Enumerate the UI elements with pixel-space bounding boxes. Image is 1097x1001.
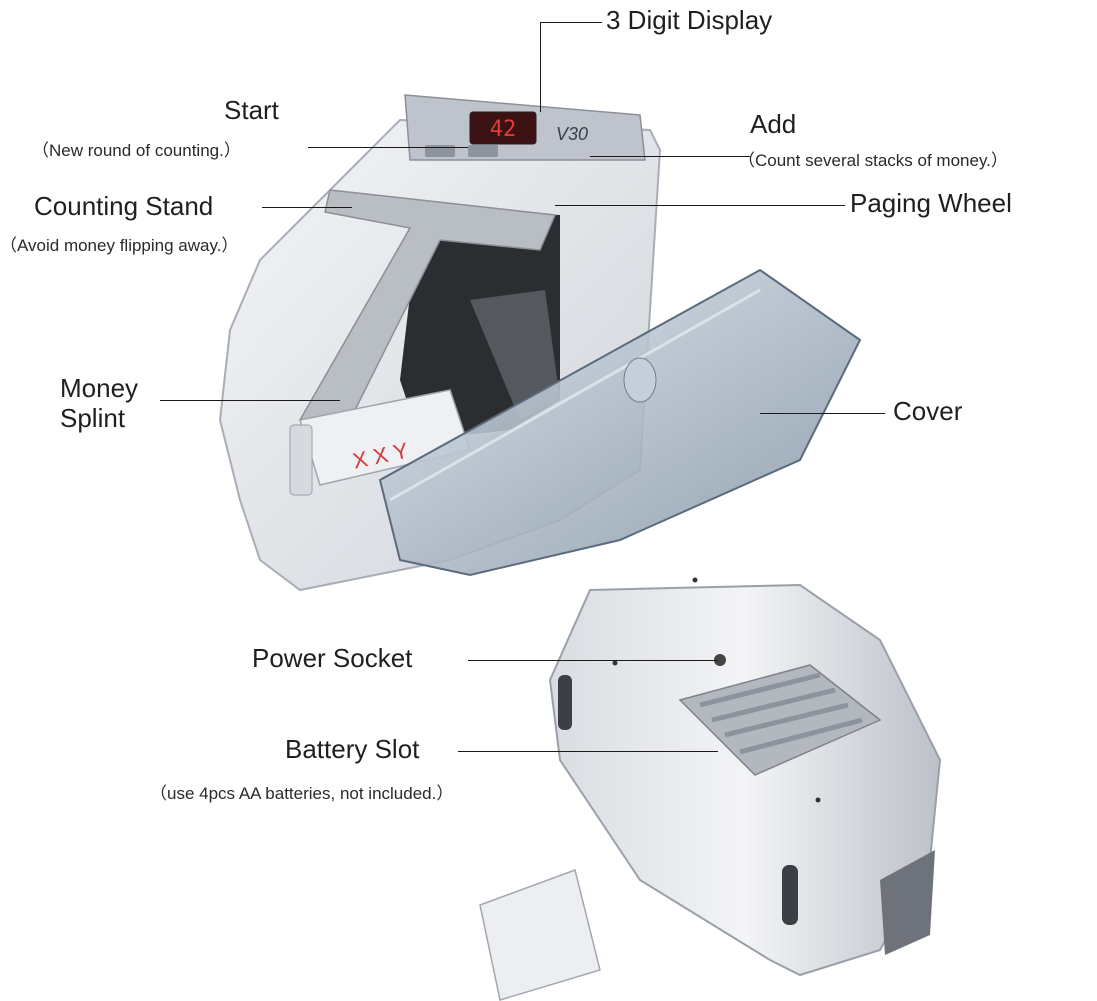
socket-leader (468, 660, 718, 661)
start-note: （New round of counting.） (32, 141, 241, 160)
cover-leader (760, 413, 885, 414)
splint-leader (160, 400, 340, 401)
stand-note: （Avoid money flipping away.） (0, 236, 239, 255)
stand-leader (262, 207, 352, 208)
battery-note: （use 4pcs AA batteries, not included.） (150, 784, 454, 803)
wheel-label: Paging Wheel (850, 188, 1012, 218)
model-text: V30 (556, 124, 588, 144)
add-note: （Count several stacks of money.） (738, 151, 1008, 170)
start-label: Start (224, 95, 279, 125)
cover-illustration (378, 268, 862, 577)
start-leader (308, 147, 468, 148)
add-leader (590, 156, 750, 157)
display-leader (540, 22, 602, 23)
wheel-leader (555, 205, 845, 206)
display-digits: 42 (490, 117, 517, 142)
display-label: 3 Digit Display (606, 5, 773, 35)
add-label: Add (750, 109, 797, 139)
cover-label: Cover (893, 396, 963, 426)
counter-body: 42 V30 X X Y (218, 94, 662, 592)
splint-label: Money Splint (60, 373, 139, 433)
battery-leader (458, 751, 718, 752)
battery-label: Battery Slot (285, 734, 420, 764)
socket-label: Power Socket (252, 643, 413, 673)
battery-cover-plate (479, 869, 601, 1001)
stand-label: Counting Stand (34, 191, 214, 221)
display-leader-vertical (540, 22, 541, 112)
base-unit (548, 577, 942, 977)
